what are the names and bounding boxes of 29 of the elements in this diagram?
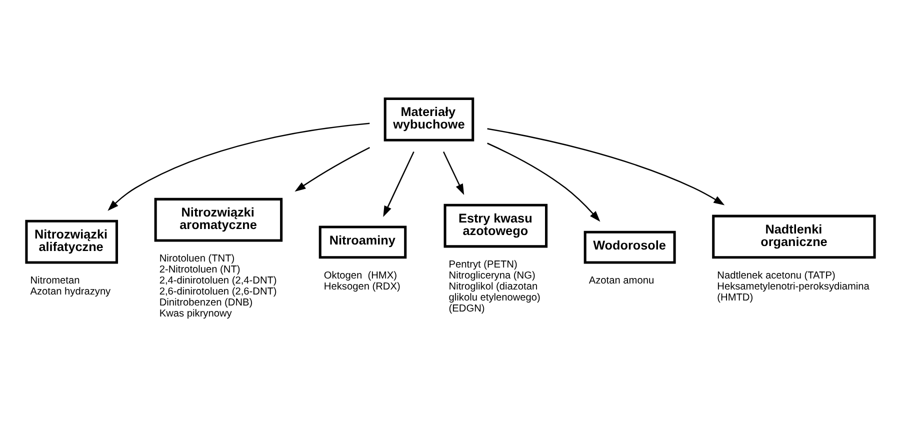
node-label: Azotan hydrazyny — [30, 286, 111, 298]
arrow — [294, 146, 370, 192]
node-label: Pentryt (PETN) — [448, 259, 518, 270]
arrow — [383, 150, 414, 216]
node-box: Nitrozwiązki aromatyczne — [154, 197, 283, 242]
node-label: Nitrogliceryna (NG) — [448, 270, 536, 282]
node-box: Nitroaminy — [318, 225, 407, 258]
node-box: Nitrozwiązki alifatyczne — [25, 219, 118, 264]
node-box: Nadtlenki organiczne — [712, 214, 876, 258]
node-box: Wodorosole — [584, 230, 676, 264]
node-label: Azotan amonu — [588, 275, 654, 286]
node-label: Nirotoluen (TNT) — [159, 253, 235, 264]
node-box: Estry kwasu azotowego — [444, 203, 548, 248]
node-label: Oktogen (HMX) — [324, 270, 397, 282]
arrow — [442, 150, 464, 194]
arrow — [487, 142, 600, 222]
node-label: 2,4-dinirotoluen (2,4-DNT) — [159, 275, 277, 286]
node-label: Nadtlenek acetonu (TATP) — [717, 270, 836, 282]
node-box: Materiały wybuchowe — [384, 97, 474, 141]
node-label: Dinitrobenzen (DNB) — [159, 297, 253, 308]
node-label: Heksametylenotri-peroksydiamina (HMTD) — [717, 281, 870, 304]
node-label: 2-Nitrotoluen (NT) — [159, 264, 240, 276]
node-label: Heksogen (RDX) — [324, 281, 400, 292]
node-label: Nitroglikol (diazotan glikolu etylenowego) (EDGN) — [448, 281, 540, 314]
arrow — [487, 128, 725, 205]
node-label: Nitrometan — [30, 275, 80, 286]
node-label: Kwas pikrynowy — [159, 308, 232, 320]
node-label: 2,6-dinirotoluen (2,6-DNT) — [159, 286, 277, 298]
arrow — [108, 122, 370, 210]
